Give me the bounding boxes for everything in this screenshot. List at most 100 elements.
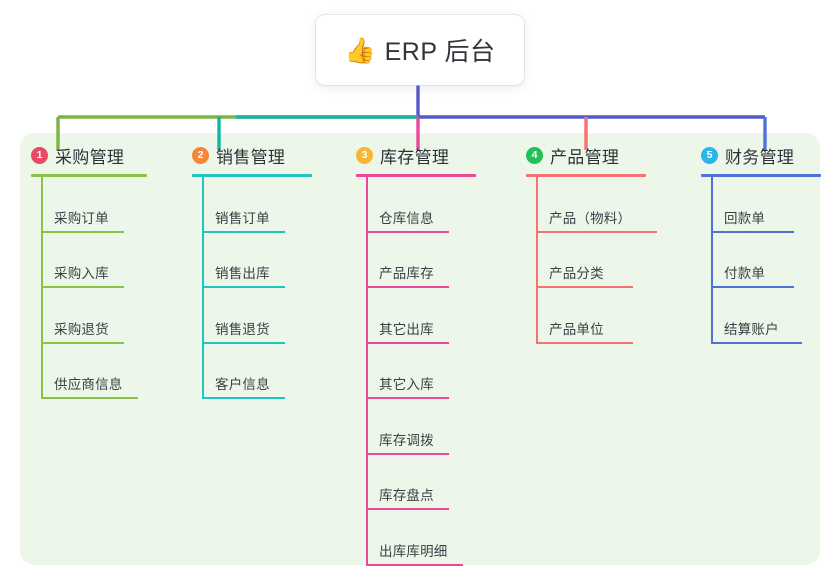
branch-item-rule (537, 230, 657, 233)
branch-header-5[interactable]: 5 财务管理 (690, 140, 821, 170)
root-node[interactable]: 👍 ERP 后台 (316, 15, 524, 85)
branch-column-2: 2 销售管理销售订单销售出库销售退货客户信息 (181, 140, 312, 399)
branch-header-rule (526, 174, 646, 177)
branch-item[interactable]: 产品单位 (515, 288, 685, 344)
branch-item-rule (367, 341, 449, 344)
branch-item-rule (537, 341, 633, 344)
branch-item-rule (203, 230, 285, 233)
branch-item-rule (42, 341, 124, 344)
branch-item-label: 销售退货 (215, 321, 270, 337)
branch-item[interactable]: 库存盘点 (345, 455, 515, 510)
branch-item-rule (367, 563, 463, 566)
branch-item[interactable]: 采购退货 (20, 288, 190, 344)
branches-panel (20, 133, 820, 565)
branch-number-badge: 1 (31, 146, 48, 164)
branch-number-badge: 2 (192, 146, 209, 164)
branch-item-label: 产品单位 (549, 321, 604, 337)
branch-item-label: 其它入库 (379, 377, 434, 392)
branch-item-rule (367, 397, 449, 399)
branch-number-badge: 3 (356, 146, 373, 164)
root-title: ERP 后台 (384, 38, 496, 66)
branch-item-rule (203, 341, 285, 344)
branch-item-rule (367, 286, 449, 288)
branch-header-4[interactable]: 4 产品管理 (515, 140, 646, 170)
branch-item-label: 库存调拨 (379, 432, 434, 448)
branch-spine (202, 177, 204, 399)
branch-item-label: 采购退货 (54, 321, 109, 337)
branch-item-label: 采购入库 (54, 266, 109, 281)
branch-item[interactable]: 产品库存 (345, 233, 515, 288)
branch-column-4: 4 产品管理产品（物料） 产品分类产品单位 (515, 140, 657, 344)
branch-item[interactable]: 采购订单 (20, 177, 190, 233)
branch-title: 财务管理 (725, 147, 795, 167)
branch-item-label: 仓库信息 (379, 210, 434, 226)
branch-spine (536, 177, 538, 344)
branch-item-label: 付款单 (724, 266, 766, 281)
branch-item-rule (712, 230, 794, 233)
branch-item-rule (203, 397, 285, 399)
branch-item[interactable]: 产品分类 (515, 233, 685, 288)
branch-spine (366, 177, 368, 566)
branch-header-rule (192, 174, 312, 177)
branch-title: 销售管理 (216, 147, 286, 167)
branch-item-list: 仓库信息产品库存其它出库其它入库库存调拨库存盘点出库库明细 (345, 177, 476, 566)
branch-header-1[interactable]: 1 采购管理 (20, 140, 147, 170)
branch-item-rule (367, 508, 449, 510)
branch-item[interactable]: 回款单 (690, 177, 839, 233)
branch-item-list: 采购订单采购入库采购退货供应商信息 (20, 177, 147, 399)
branch-item[interactable]: 销售退货 (181, 288, 351, 344)
branch-item[interactable]: 仓库信息 (345, 177, 515, 233)
branch-spine (41, 177, 43, 399)
branch-item-label: 出库库明细 (379, 543, 448, 559)
branch-item-label: 结算账户 (724, 321, 779, 337)
branch-header-2[interactable]: 2 销售管理 (181, 140, 312, 170)
branch-item[interactable]: 销售订单 (181, 177, 351, 233)
thumbs-up-icon: 👍 (344, 35, 376, 65)
branch-number-badge: 5 (701, 146, 718, 164)
branch-item-label: 产品分类 (549, 266, 604, 281)
branch-item[interactable]: 采购入库 (20, 233, 190, 288)
branch-item[interactable]: 客户信息 (181, 344, 351, 399)
branch-item-rule (367, 230, 449, 233)
branch-item-rule (712, 286, 794, 288)
branch-item-rule (42, 397, 138, 399)
branch-item-label: 销售出库 (215, 266, 270, 281)
branch-item-list: 产品（物料） 产品分类产品单位 (515, 177, 657, 344)
branch-item-label: 销售订单 (215, 210, 270, 226)
branch-item-list: 回款单付款单结算账户 (690, 177, 821, 344)
branch-spine (711, 177, 713, 344)
branch-item-rule (42, 230, 124, 233)
branch-header-3[interactable]: 3 库存管理 (345, 140, 476, 170)
branch-item-label: 其它出库 (379, 321, 434, 337)
branch-header-rule (31, 174, 147, 177)
branch-header-rule (701, 174, 821, 177)
branch-item[interactable]: 结算账户 (690, 288, 839, 344)
branch-item-label: 回款单 (724, 210, 766, 226)
branch-item-rule (712, 341, 802, 344)
branch-item[interactable]: 库存调拨 (345, 399, 515, 455)
branch-item[interactable]: 其它出库 (345, 288, 515, 344)
branch-item-rule (367, 452, 449, 455)
branch-item-rule (42, 286, 124, 288)
branch-column-5: 5 财务管理回款单付款单结算账户 (690, 140, 821, 344)
branch-item-label: 产品（物料） (549, 210, 632, 226)
branch-item[interactable]: 销售出库 (181, 233, 351, 288)
branch-item-rule (203, 286, 285, 288)
branch-number-badge: 4 (526, 146, 543, 164)
branch-item-label: 采购订单 (54, 210, 109, 226)
branch-item[interactable]: 出库库明细 (345, 510, 515, 566)
branch-item-label: 客户信息 (215, 377, 270, 392)
branch-title: 采购管理 (55, 147, 125, 167)
branch-header-rule (356, 174, 476, 177)
branch-item[interactable]: 产品（物料） (515, 177, 685, 233)
branch-title: 库存管理 (380, 147, 450, 167)
branch-title: 产品管理 (550, 147, 620, 167)
branch-item-rule (537, 286, 633, 288)
branch-item[interactable]: 付款单 (690, 233, 839, 288)
branch-item[interactable]: 供应商信息 (20, 344, 190, 399)
branch-item[interactable]: 其它入库 (345, 344, 515, 399)
branch-item-list: 销售订单销售出库销售退货客户信息 (181, 177, 312, 399)
